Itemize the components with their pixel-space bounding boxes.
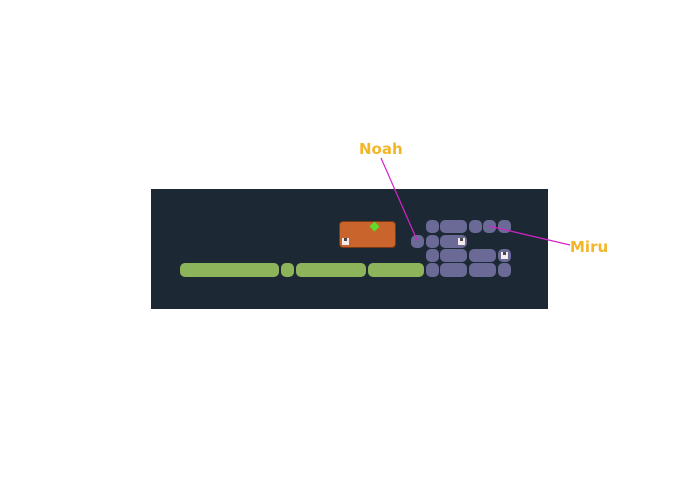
flag-icon [501, 252, 508, 259]
purple-block[interactable] [426, 263, 439, 277]
purple-block[interactable] [498, 220, 511, 233]
noah-pointer-line [380, 157, 418, 241]
purple-block[interactable] [440, 263, 467, 277]
orange-block[interactable] [339, 221, 396, 248]
purple-block[interactable] [426, 235, 439, 248]
purple-block[interactable] [440, 249, 467, 262]
green-segment [180, 263, 279, 277]
purple-block[interactable] [440, 220, 467, 233]
purple-block[interactable] [426, 220, 439, 233]
flag-icon [342, 238, 349, 245]
purple-block[interactable] [469, 220, 482, 233]
purple-block-noah[interactable] [411, 235, 424, 248]
flag-icon [458, 238, 465, 245]
miru-pointer-line [488, 225, 571, 246]
green-segment [281, 263, 294, 277]
purple-block[interactable] [469, 263, 496, 277]
purple-block[interactable] [498, 263, 511, 277]
label-noah: Noah [359, 140, 403, 158]
purple-block[interactable] [469, 249, 496, 262]
green-segment [296, 263, 366, 277]
green-segment [368, 263, 424, 277]
purple-block[interactable] [426, 249, 439, 262]
label-miru: Miru [570, 238, 609, 256]
